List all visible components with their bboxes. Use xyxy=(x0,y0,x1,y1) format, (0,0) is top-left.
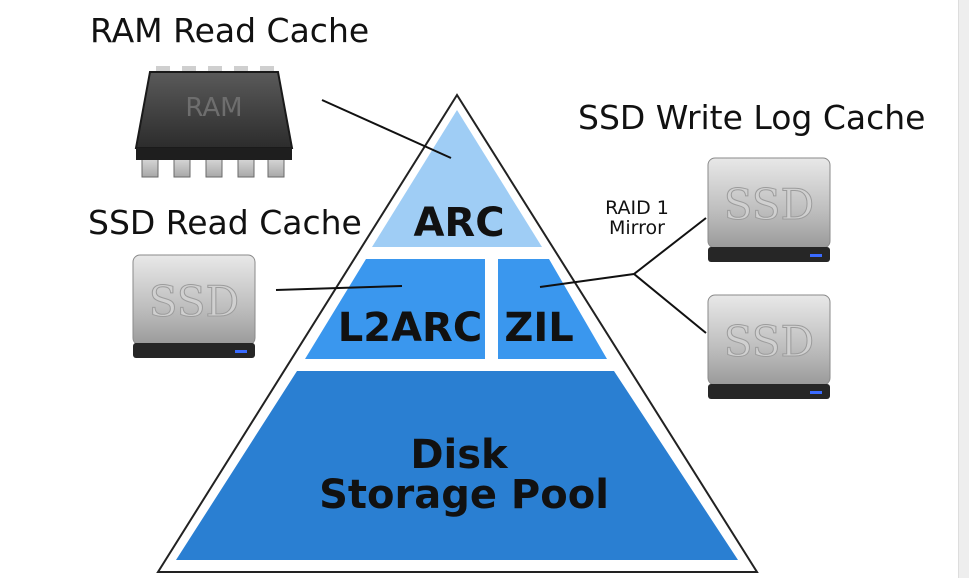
ssd-write-icon-2: SSD xyxy=(707,294,831,399)
ssd-read-cache-title: SSD Read Cache xyxy=(88,203,362,242)
disk-label: Disk xyxy=(410,432,509,478)
ram-connector xyxy=(321,99,452,159)
ssd-write-log-cache-title: SSD Write Log Cache xyxy=(578,98,925,137)
mirror-connector-bottom xyxy=(633,273,707,334)
arc-label: ARC xyxy=(413,200,504,246)
storage-pool-label: Storage Pool xyxy=(319,472,609,518)
tier-disk xyxy=(176,371,738,560)
ram-chip-icon: RAM xyxy=(134,66,294,178)
page-scrollbar[interactable] xyxy=(958,0,969,578)
raid-label: RAID 1 xyxy=(605,197,669,219)
ram-read-cache-title: RAM Read Cache xyxy=(90,11,369,50)
ram-chip-text: RAM xyxy=(185,93,242,123)
mirror-label: Mirror xyxy=(609,217,665,239)
ssd-write-icon-1: SSD xyxy=(707,157,831,262)
tier-l2arc xyxy=(305,259,485,359)
ssd-read-text: SSD xyxy=(149,277,239,326)
ssd-read-icon: SSD xyxy=(132,254,256,358)
ssd-read-connector xyxy=(275,285,403,291)
zil-label: ZIL xyxy=(504,305,573,351)
mirror-connector-top xyxy=(633,217,707,275)
ssd-write-text-1: SSD xyxy=(724,180,814,229)
tier-zil xyxy=(498,259,607,359)
ssd-write-text-2: SSD xyxy=(724,317,814,366)
zil-connector xyxy=(539,273,635,288)
tier-arc xyxy=(372,110,542,247)
l2arc-label: L2ARC xyxy=(338,305,482,351)
